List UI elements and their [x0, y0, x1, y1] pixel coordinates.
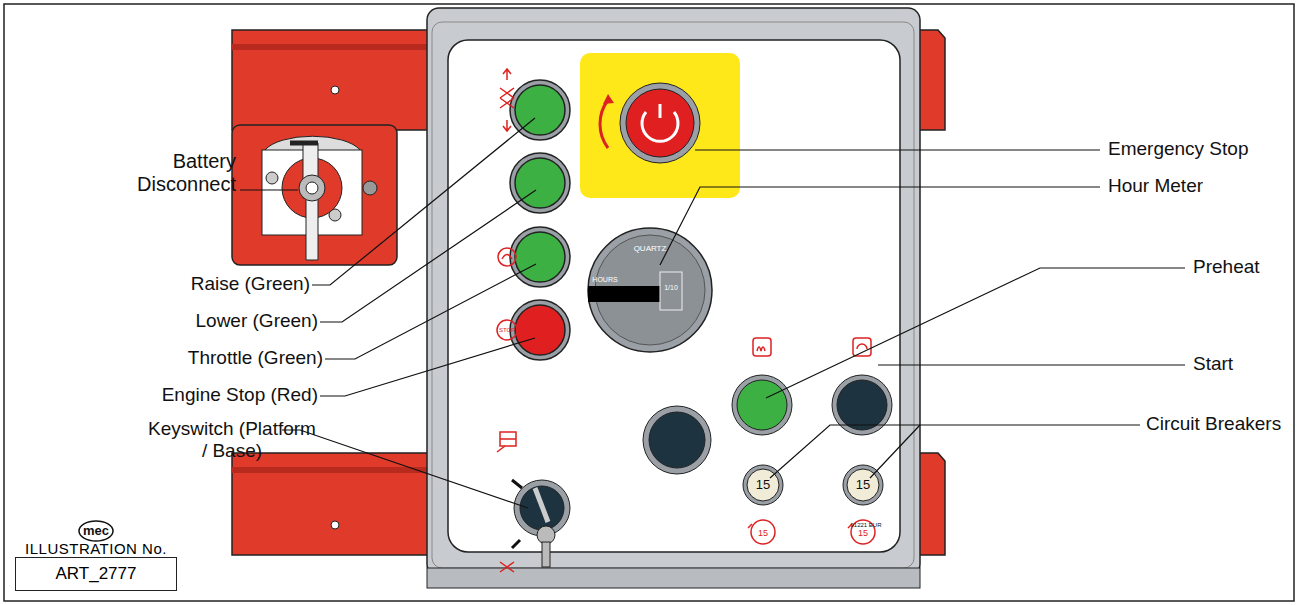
part-label: Start [1193, 353, 1233, 375]
disconnect-hub [306, 182, 318, 194]
figure-border [4, 4, 1294, 601]
part-label: Emergency Stop [1108, 138, 1248, 160]
part-number: 91221 EUR [850, 522, 881, 529]
disconnect-handle [303, 143, 318, 260]
mount-tab [918, 30, 945, 130]
illustration-number-box: ILLUSTRATION No.ART_2777 [15, 540, 177, 591]
logo-text: mec [83, 524, 109, 539]
bolt [266, 172, 278, 184]
estop-plate [580, 53, 740, 198]
part-label: Preheat [1193, 256, 1260, 278]
icon-text: 15 [858, 528, 868, 538]
part-label: Throttle (Green) [188, 347, 323, 369]
part-label: Circuit Breakers [1146, 413, 1281, 435]
mount-tab [918, 453, 945, 555]
bracket-edge [232, 44, 440, 50]
part-label: Hour Meter [1108, 175, 1203, 197]
panel-frame [427, 8, 920, 576]
logo-oval [79, 521, 113, 541]
breaker-rating: 15 [856, 478, 870, 493]
bracket-hole [331, 86, 339, 94]
meter-text: HOURS [592, 276, 617, 284]
box-heading: ILLUSTRATION No. [15, 540, 177, 557]
meter-text: QUARTZ [634, 244, 667, 253]
part-label: Keyswitch (Platform / Base) [145, 418, 320, 462]
frame-groove [432, 22, 914, 568]
breaker-rating: 15 [756, 478, 770, 493]
disconnect-hub [299, 175, 325, 201]
leader-lines [240, 118, 1185, 508]
panel-face [448, 40, 900, 552]
disconnect-housing [232, 125, 397, 265]
icon-text: 15 [758, 528, 768, 538]
bracket-edge [232, 467, 440, 473]
box-text: ART_2777 [15, 557, 177, 591]
part-label: Lower (Green) [196, 310, 319, 332]
meter-text: 1/10 [664, 284, 678, 292]
mount-bracket [232, 453, 440, 555]
bracket-hole [331, 521, 339, 529]
handle-top [290, 141, 318, 146]
part-label: Raise (Green) [191, 273, 310, 295]
icon-text: STOP [499, 327, 515, 334]
pin [363, 181, 377, 195]
mount-bracket [232, 30, 440, 130]
part-label: Engine Stop (Red) [162, 384, 318, 406]
part-label: Battery Disconnect [76, 150, 236, 196]
